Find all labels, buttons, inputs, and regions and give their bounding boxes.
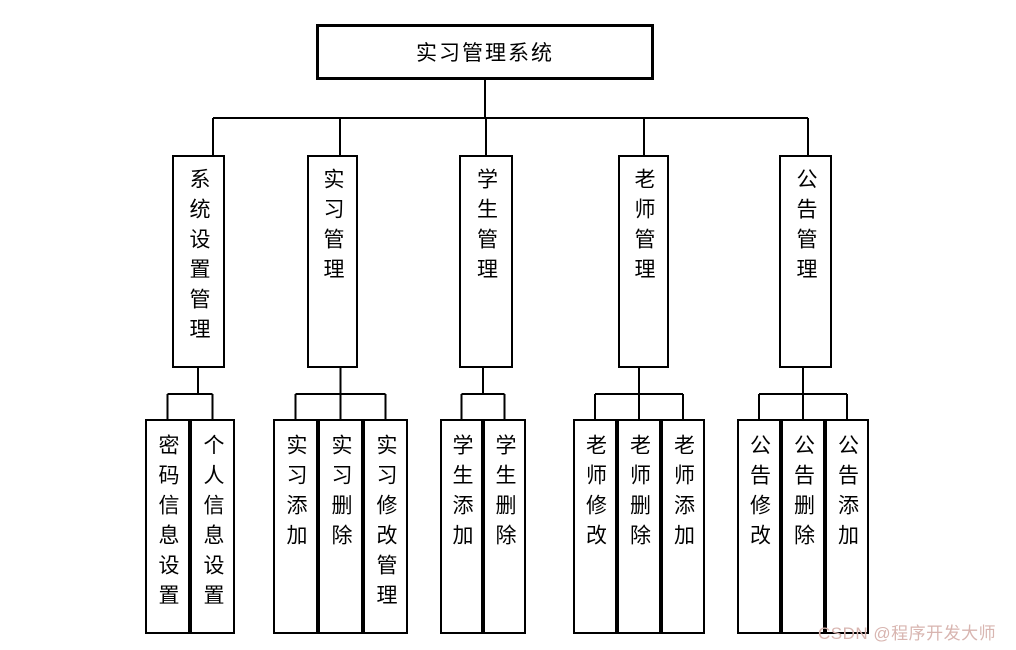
leaf-label: 实习修改管理 [374, 434, 398, 614]
leaf-node-internship-delete: 实习删除 [318, 419, 363, 634]
leaf-label: 密码信息设置 [156, 434, 180, 614]
leaf-label: 老师删除 [627, 434, 652, 554]
leaf-label: 学生删除 [493, 434, 517, 554]
leaf-label: 公告删除 [791, 434, 816, 554]
branch-node-internship: 实习管理 [307, 155, 358, 368]
branch-node-student: 学生管理 [459, 155, 513, 368]
connector-internship-children [294, 368, 387, 419]
leaf-label: 实习添加 [284, 434, 308, 554]
leaf-label: 老师添加 [671, 434, 696, 554]
csdn-watermark: CSDN @程序开发大师 [818, 624, 997, 643]
leaf-node-internship-add: 实习添加 [273, 419, 318, 634]
branch-label: 系统设置管理 [187, 168, 211, 348]
branch-label: 公告管理 [794, 168, 818, 288]
branch-node-announcement: 公告管理 [779, 155, 832, 368]
connector-root-to-branches [212, 79, 809, 155]
connector-student-children [460, 368, 506, 419]
leaf-node-student-add: 学生添加 [440, 419, 483, 634]
branch-node-system-settings: 系统设置管理 [172, 155, 225, 368]
leaf-node-announcement-modify: 公告修改 [737, 419, 781, 634]
connector-system-settings-children [166, 368, 214, 419]
branch-node-teacher: 老师管理 [618, 155, 669, 368]
root-node-box: 实习管理系统 [316, 24, 654, 80]
leaf-node-personal-info-settings: 个人信息设置 [190, 419, 235, 634]
leaf-node-announcement-add: 公告添加 [825, 419, 869, 634]
leaf-label: 公告添加 [835, 434, 860, 554]
branch-label: 老师管理 [632, 168, 656, 288]
leaf-node-password-info-settings: 密码信息设置 [145, 419, 190, 634]
leaf-node-internship-modify-management: 实习修改管理 [363, 419, 408, 634]
branch-label: 学生管理 [474, 168, 499, 288]
leaf-node-teacher-modify: 老师修改 [573, 419, 617, 634]
leaf-node-announcement-delete: 公告删除 [781, 419, 825, 634]
connector-teacher-children [594, 368, 684, 419]
connector-announcement-children [758, 368, 848, 419]
leaf-node-teacher-add: 老师添加 [661, 419, 705, 634]
leaf-label: 公告修改 [747, 434, 772, 554]
leaf-node-teacher-delete: 老师删除 [617, 419, 661, 634]
leaf-node-student-delete: 学生删除 [483, 419, 526, 634]
leaf-label: 个人信息设置 [201, 434, 225, 614]
branch-label: 实习管理 [321, 168, 345, 288]
leaf-label: 老师修改 [583, 434, 608, 554]
root-node-label: 实习管理系统 [416, 41, 554, 65]
leaf-label: 学生添加 [450, 434, 474, 554]
leaf-label: 实习删除 [329, 434, 353, 554]
